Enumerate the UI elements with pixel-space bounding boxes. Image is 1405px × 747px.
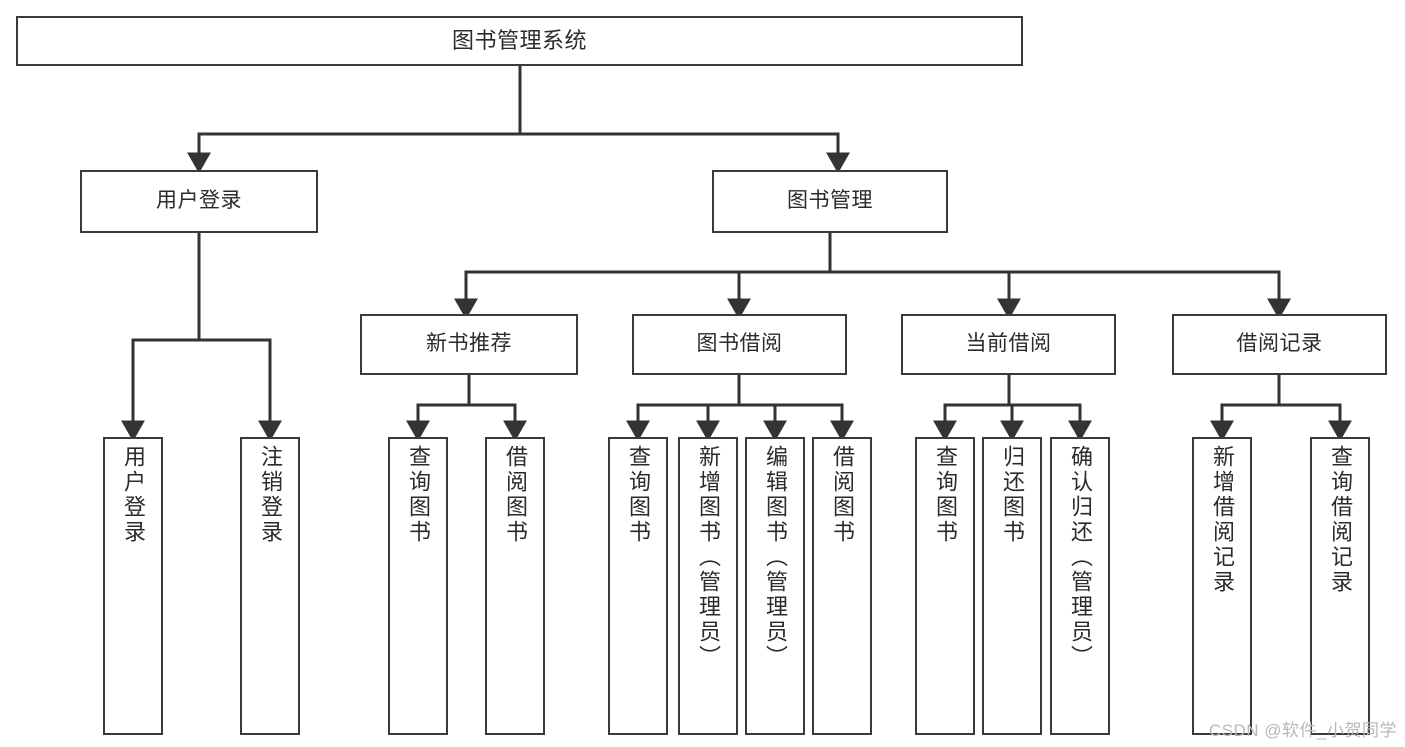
leaf-record-add-record[interactable]: 新增借阅记录 bbox=[1192, 437, 1252, 735]
leaf-borrow-borrow-book[interactable]: 借阅图书 bbox=[812, 437, 872, 735]
leaf-current-confirm-return-admin[interactable]: 确认归还（管理员） bbox=[1050, 437, 1110, 735]
node-label: 新增图书（管理员） bbox=[696, 445, 721, 670]
node-label: 查询借阅记录 bbox=[1328, 445, 1353, 595]
node-label: 查询图书 bbox=[933, 445, 958, 545]
node-label: 新增借阅记录 bbox=[1210, 445, 1235, 595]
node-user-login[interactable]: 用户登录 bbox=[80, 170, 318, 233]
node-book-borrow[interactable]: 图书借阅 bbox=[632, 314, 847, 375]
leaf-record-query-record[interactable]: 查询借阅记录 bbox=[1310, 437, 1370, 735]
leaf-current-query-book[interactable]: 查询图书 bbox=[915, 437, 975, 735]
node-root-system[interactable]: 图书管理系统 bbox=[16, 16, 1023, 66]
leaf-user-login-login[interactable]: 用户登录 bbox=[103, 437, 163, 735]
node-label: 查询图书 bbox=[406, 445, 431, 545]
node-current-borrow[interactable]: 当前借阅 bbox=[901, 314, 1116, 375]
node-label: 当前借阅 bbox=[965, 332, 1052, 356]
node-label: 编辑图书（管理员） bbox=[763, 445, 788, 670]
node-label: 图书管理系统 bbox=[451, 28, 587, 54]
node-label: 用户登录 bbox=[121, 445, 146, 545]
leaf-borrow-add-book-admin[interactable]: 新增图书（管理员） bbox=[678, 437, 738, 735]
node-label: 新书推荐 bbox=[426, 332, 512, 356]
leaf-current-return-book[interactable]: 归还图书 bbox=[982, 437, 1042, 735]
watermark-text: CSDN @软件_小贺同学 bbox=[1208, 721, 1397, 740]
node-label: 注销登录 bbox=[258, 445, 283, 545]
leaf-user-login-logout[interactable]: 注销登录 bbox=[240, 437, 300, 735]
leaf-borrow-query-book[interactable]: 查询图书 bbox=[608, 437, 668, 735]
node-label: 用户登录 bbox=[156, 189, 242, 213]
leaf-new-book-query[interactable]: 查询图书 bbox=[388, 437, 448, 735]
node-borrow-record[interactable]: 借阅记录 bbox=[1172, 314, 1387, 375]
node-label: 归还图书 bbox=[1000, 445, 1025, 545]
node-label: 借阅记录 bbox=[1236, 332, 1323, 356]
node-label: 图书管理 bbox=[787, 189, 873, 213]
node-label: 确认归还（管理员） bbox=[1068, 445, 1093, 670]
leaf-new-book-borrow[interactable]: 借阅图书 bbox=[485, 437, 545, 735]
node-label: 图书借阅 bbox=[696, 332, 783, 356]
leaf-borrow-edit-book-admin[interactable]: 编辑图书（管理员） bbox=[745, 437, 805, 735]
node-label: 借阅图书 bbox=[830, 445, 855, 545]
node-new-book-recommend[interactable]: 新书推荐 bbox=[360, 314, 578, 375]
node-label: 查询图书 bbox=[626, 445, 651, 545]
node-book-management[interactable]: 图书管理 bbox=[712, 170, 948, 233]
node-label: 借阅图书 bbox=[503, 445, 528, 545]
